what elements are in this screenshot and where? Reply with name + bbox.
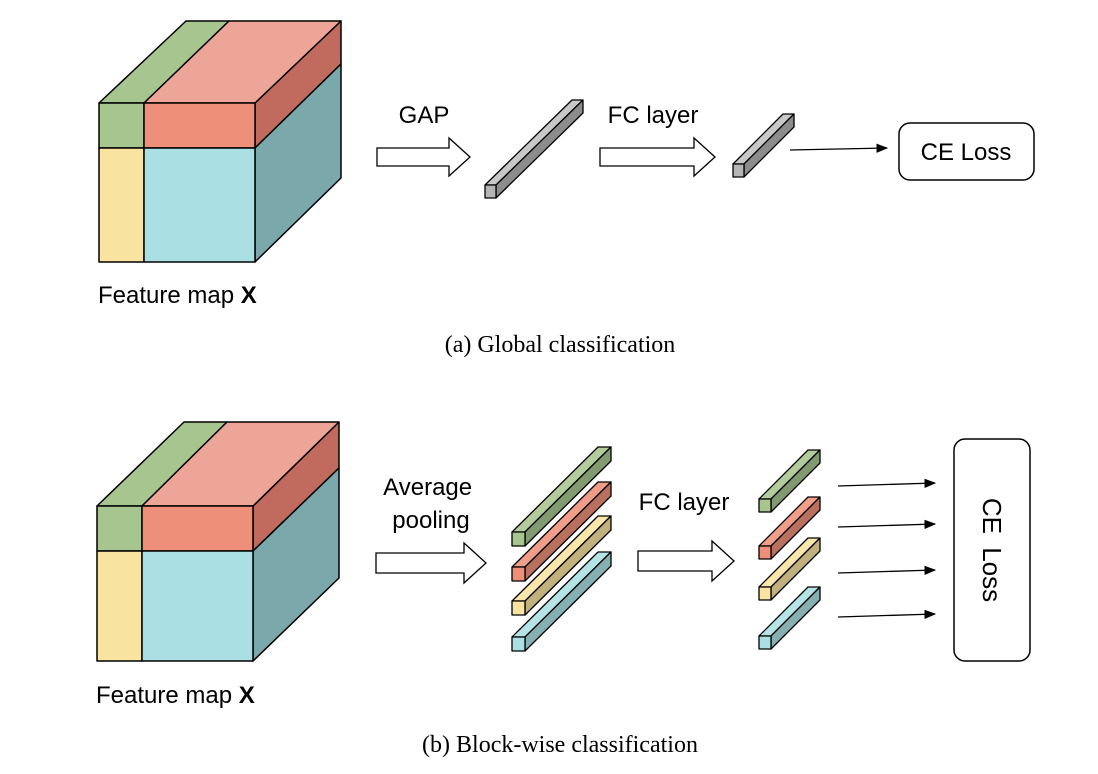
feature-map-cube-b (96, 421, 340, 662)
pooled-vector-red-front (511, 566, 526, 582)
ce-loss-box-a (898, 122, 1035, 181)
vector-a-front (484, 184, 497, 199)
cube-a-front-green (98, 102, 145, 149)
pooled-vector-red (511, 481, 612, 582)
cube-a-front-cyan (143, 147, 256, 263)
caption-b: (b) Block-wise classification (422, 732, 698, 758)
fc-layer-label-b: FC layer (639, 489, 730, 516)
vector-a-side (495, 99, 584, 199)
ce-loss-box-b (953, 438, 1031, 662)
cube-b-front-green (96, 505, 143, 552)
fc-vector-red (758, 496, 821, 560)
cube-b-front-cyan (141, 550, 254, 662)
gap-arrow (376, 136, 471, 178)
ce-loss-label-a: CE Loss (921, 139, 1012, 166)
pooled-feature-vector (484, 99, 584, 199)
feature-map-cube-a (98, 20, 342, 263)
feature-map-label-a: Feature map X (98, 282, 257, 309)
pooled-vector-green (511, 446, 612, 547)
cube-b-front-yellow (96, 550, 143, 662)
fc-arrow-a (599, 136, 716, 178)
feature-map-label-b: Feature map X (96, 682, 255, 709)
pooled-block-vectors (511, 446, 612, 652)
pooled-vector-green-front (511, 531, 526, 547)
cube-a-front-red (143, 102, 256, 149)
fc-arrow-b (637, 539, 735, 583)
average-pooling-label: Average pooling (383, 474, 479, 534)
arrow-green-to-loss (837, 478, 937, 489)
caption-a: (a) Global classification (445, 332, 676, 358)
fc-vector-red-front (758, 545, 772, 560)
panel-a-global-classification: Feature map X GAP FC layer CE Loss (a) G… (98, 20, 1035, 358)
fc-vector-cyan-front (758, 635, 772, 650)
pooled-vector-cyan (511, 551, 612, 652)
pooled-vector-cyan-front (511, 636, 526, 652)
arrow-to-ce-loss-a (789, 143, 889, 153)
fc-vector-yellow (758, 537, 821, 601)
fc-block-vectors (758, 449, 821, 650)
vector-a2-front (732, 163, 745, 178)
panel-b-blockwise-classification: Feature map X Average pooling FC layer C… (96, 421, 1031, 758)
vector-a-top (484, 99, 584, 186)
fc-output-vector (732, 113, 795, 178)
pooled-vector-yellow (511, 515, 612, 616)
arrow-yellow-to-loss (837, 565, 937, 576)
fc-vector-yellow-front (758, 586, 772, 601)
average-pooling-arrow (375, 541, 487, 585)
gap-label: GAP (399, 102, 450, 129)
arrows-to-ce-loss-b (837, 478, 937, 620)
ce-loss-label-b: CE Loss (977, 498, 1007, 602)
cube-a-front-yellow (98, 147, 145, 263)
fc-vector-green (758, 449, 821, 513)
pooled-vector-yellow-front (511, 600, 526, 616)
fc-vector-cyan (758, 586, 821, 650)
cube-b-front-red (141, 505, 254, 552)
arrow-red-to-loss (837, 519, 937, 530)
arrow-cyan-to-loss (837, 609, 937, 620)
fc-layer-label-a: FC layer (608, 102, 699, 129)
fc-vector-green-front (758, 498, 772, 513)
